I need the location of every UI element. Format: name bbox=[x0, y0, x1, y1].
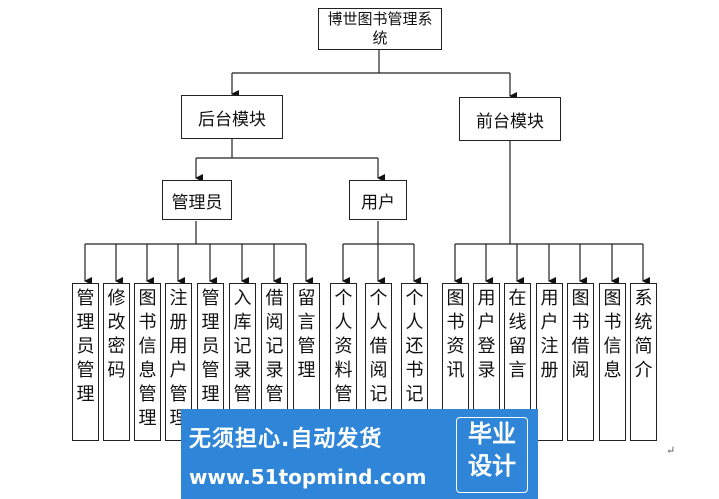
paragraph-return-mark: ↵ bbox=[666, 444, 676, 457]
frontend-module-node: 前台模块 bbox=[459, 97, 561, 141]
admin-item-label: 管理员管理 bbox=[76, 288, 95, 405]
watermark-badge-line1: 毕业 bbox=[468, 420, 516, 448]
frontend-item-label: 在线留言 bbox=[508, 288, 527, 381]
admin-item-label: 管理员管理 bbox=[201, 288, 220, 405]
admin-item-label: 图书信息管理 bbox=[138, 288, 157, 429]
frontend-item-node: 图书借阅 bbox=[567, 283, 594, 441]
backend-module-label: 后台模块 bbox=[198, 109, 266, 130]
user-role-label: 用户 bbox=[361, 192, 395, 213]
frontend-item-label: 用户注册 bbox=[540, 288, 559, 381]
admin-role-node: 管理员 bbox=[162, 180, 232, 220]
frontend-item-label: 图书借阅 bbox=[571, 288, 590, 381]
watermark-url: www.51topmind.com bbox=[189, 465, 427, 489]
frontend-item-node: 用户注册 bbox=[536, 283, 563, 441]
admin-item-label: 修改密码 bbox=[107, 288, 126, 381]
backend-module-node: 后台模块 bbox=[181, 95, 283, 139]
user-role-node: 用户 bbox=[349, 180, 407, 220]
watermark-banner: 无须担心.自动发货 www.51topmind.com 毕业 设计 bbox=[181, 409, 538, 499]
frontend-item-label: 系统简介 bbox=[634, 288, 653, 381]
watermark-badge-line2: 设计 bbox=[468, 452, 516, 480]
admin-item-node: 管理员管理 bbox=[72, 283, 99, 441]
frontend-item-label: 图书信息 bbox=[603, 288, 622, 381]
root-label: 博世图书管理系统 bbox=[327, 10, 433, 47]
admin-item-label: 注册用户管理 bbox=[169, 288, 188, 429]
frontend-item-label: 图书资讯 bbox=[446, 288, 465, 381]
admin-role-label: 管理员 bbox=[171, 192, 223, 213]
frontend-item-node: 图书信息 bbox=[599, 283, 626, 441]
watermark-badge: 毕业 设计 bbox=[456, 417, 528, 493]
watermark-slogan: 无须担心.自动发货 bbox=[189, 427, 383, 452]
frontend-item-node: 系统简介 bbox=[630, 283, 657, 441]
root-node: 博世图书管理系统 bbox=[318, 8, 442, 50]
frontend-item-label: 用户登录 bbox=[477, 288, 496, 381]
admin-item-node: 图书信息管理 bbox=[134, 283, 161, 441]
admin-item-label: 留言管理 bbox=[297, 288, 316, 381]
admin-item-node: 修改密码 bbox=[103, 283, 130, 441]
frontend-module-label: 前台模块 bbox=[476, 111, 544, 132]
